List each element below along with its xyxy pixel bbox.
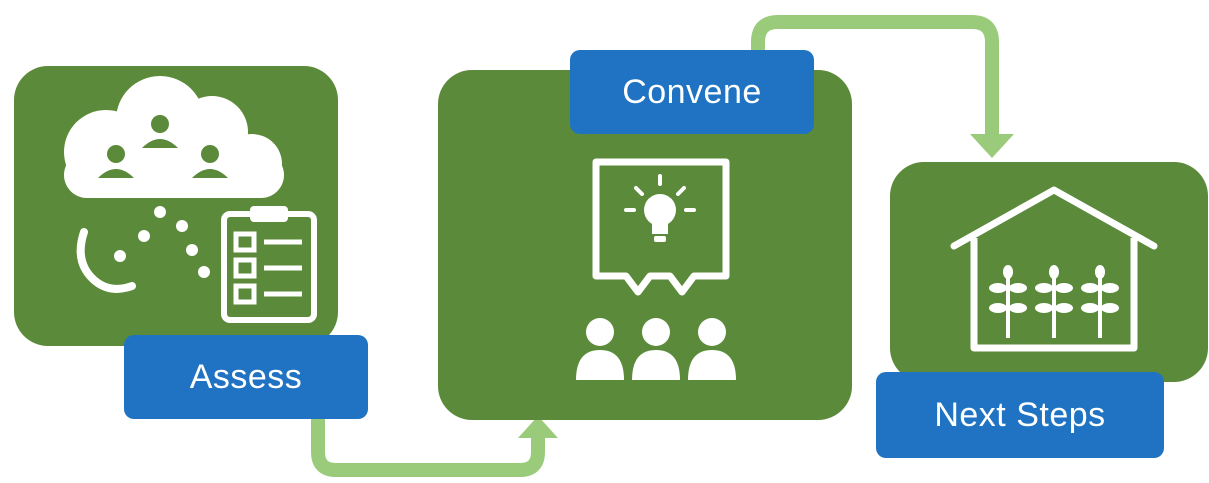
arrow-assess-to-convene: [311, 418, 545, 477]
presentation-lightbulb-audience-icon: [576, 158, 736, 380]
arrowhead-down-icon: [970, 134, 1014, 158]
next-steps-label: Next Steps: [876, 372, 1164, 458]
assess-label: Assess: [124, 335, 368, 419]
arrow-convene-to-next: [751, 15, 999, 136]
assess-label-text: Assess: [189, 357, 303, 396]
greenhouse-plants-icon: [950, 186, 1158, 352]
cloud-people-phone-clipboard-icon: [64, 76, 317, 323]
arrowhead-up-icon: [518, 416, 558, 438]
convene-label-text: Convene: [622, 72, 762, 111]
convene-label: Convene: [570, 50, 814, 134]
next-steps-label-text: Next Steps: [934, 395, 1106, 434]
